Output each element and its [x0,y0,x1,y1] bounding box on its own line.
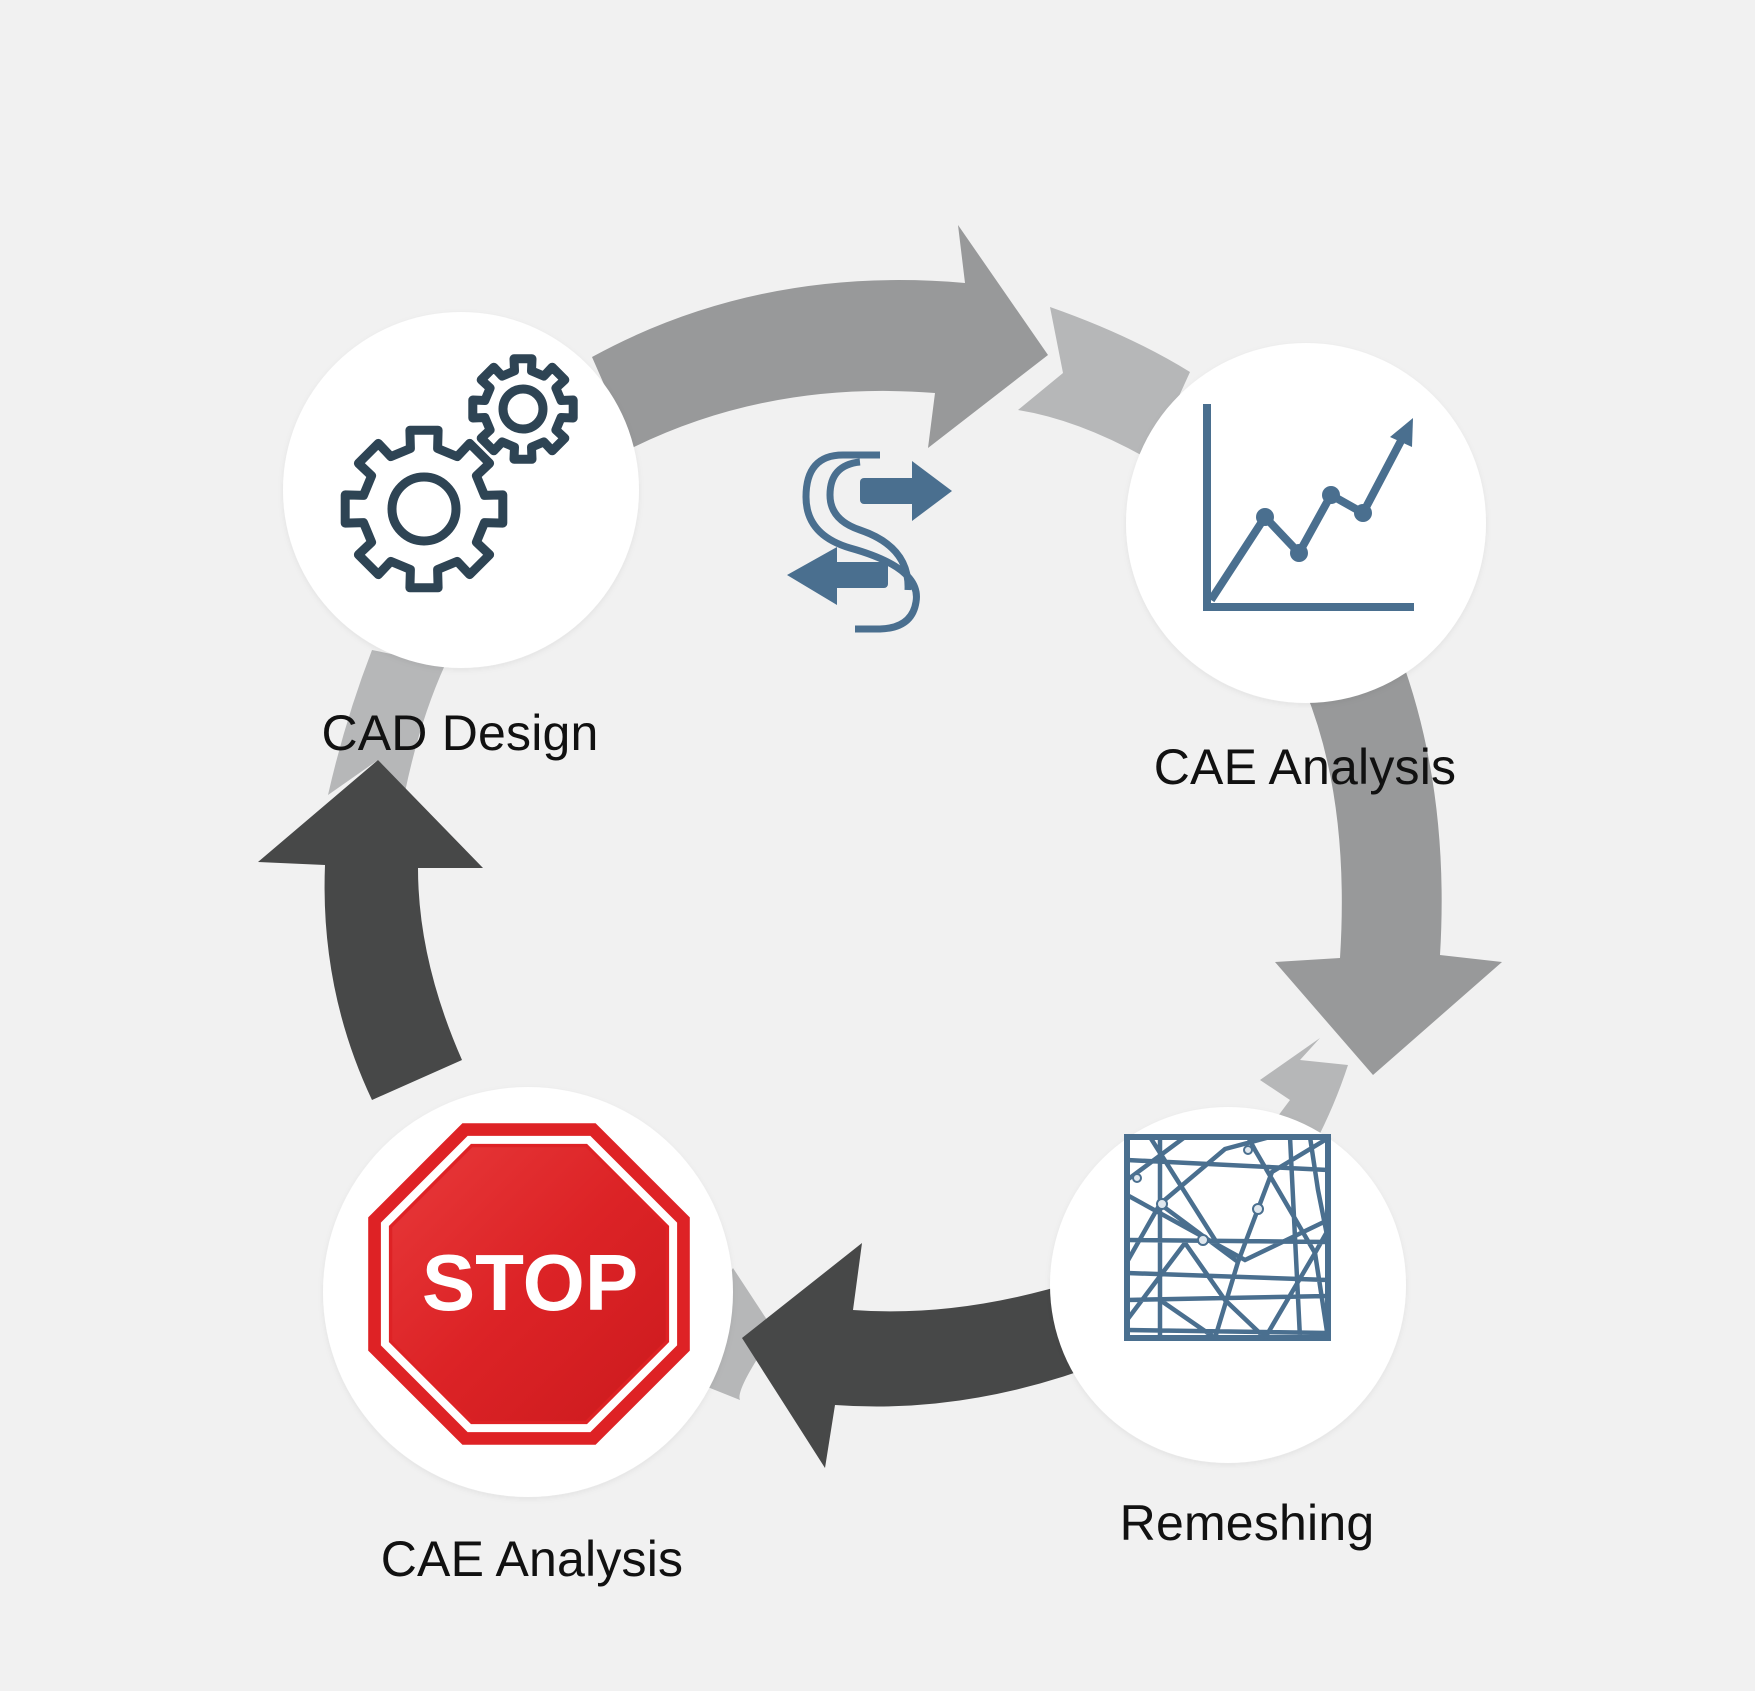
mesh-icon [1124,1134,1332,1341]
label-cad-design: CAD Design [321,705,599,761]
node-cad-design [283,312,639,668]
stop-sign-icon: STOP [368,1123,690,1445]
label-cae-analysis-1: CAE Analysis [1153,739,1457,795]
arrow-stop-to-cad [258,760,483,1100]
node-cae-analysis-1 [1126,343,1486,703]
node-cae-analysis-2: STOP [323,1087,733,1497]
exchange-arrows-icon [787,451,952,633]
arrow-cad-to-cae [592,225,1048,448]
label-remeshing: Remeshing [1119,1495,1375,1551]
gears-icon [340,354,578,593]
arrow-cae-to-remeshing [1275,655,1502,1075]
arrow-tail-top-right [1018,307,1190,460]
arrow-remeshing-to-stop [742,1243,1110,1468]
node-remeshing [1050,1107,1406,1463]
label-cae-analysis-2: CAE Analysis [380,1531,684,1587]
line-chart-icon [1203,404,1414,611]
arrow-tail-left-top [328,650,445,795]
stop-sign-text: STOP [422,1238,638,1327]
